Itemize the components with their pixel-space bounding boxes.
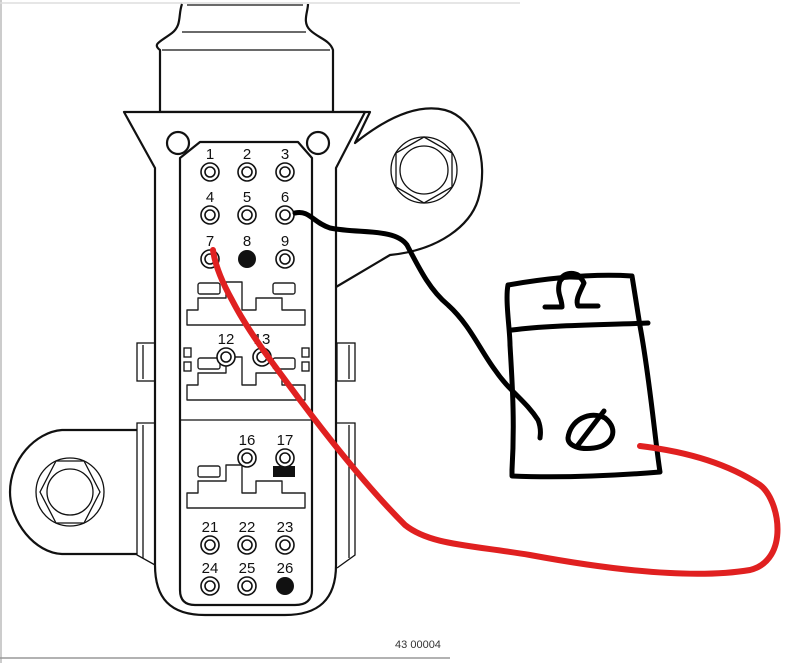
socket-outer-ring bbox=[275, 535, 295, 555]
key-band-2 bbox=[186, 356, 306, 401]
pin-21: 21 bbox=[200, 519, 220, 555]
socket-outer-ring bbox=[237, 205, 257, 225]
pin-22: 22 bbox=[237, 519, 257, 555]
pin-label: 22 bbox=[239, 519, 256, 536]
pin-label: 17 bbox=[277, 432, 294, 449]
right-mounting-tab bbox=[335, 107, 484, 288]
socket-inner-ring bbox=[279, 166, 291, 178]
filled-key-slot bbox=[273, 466, 295, 477]
black-wire bbox=[292, 210, 543, 441]
pin-label: 23 bbox=[277, 519, 294, 536]
socket-inner-ring bbox=[279, 539, 291, 551]
pin-9: 9 bbox=[275, 233, 295, 269]
pin-12: 12 bbox=[216, 331, 236, 367]
socket-outer-ring bbox=[275, 205, 295, 225]
filled-pin-icon bbox=[238, 250, 256, 268]
socket-outer-ring bbox=[200, 162, 220, 182]
pin-label: 24 bbox=[202, 560, 219, 577]
socket-outer-ring bbox=[237, 448, 257, 468]
pin-label: 21 bbox=[202, 519, 219, 536]
socket-outer-ring bbox=[275, 162, 295, 182]
sketched-component bbox=[504, 270, 663, 480]
socket-inner-ring bbox=[241, 166, 253, 178]
socket-inner-ring bbox=[241, 580, 253, 592]
pin-label: 1 bbox=[206, 146, 214, 163]
pin-label: 7 bbox=[206, 233, 214, 250]
wires bbox=[210, 210, 781, 577]
socket-inner-ring bbox=[204, 580, 216, 592]
side-latches bbox=[136, 342, 356, 569]
socket-inner-ring bbox=[204, 539, 216, 551]
reference-code: 43 00004 bbox=[395, 639, 441, 651]
socket-inner-ring bbox=[279, 452, 291, 464]
pin-label: 26 bbox=[277, 560, 294, 577]
pin-3: 3 bbox=[275, 146, 295, 182]
pin-5: 5 bbox=[237, 189, 257, 225]
pin-label: 3 bbox=[281, 146, 289, 163]
socket-outer-ring bbox=[275, 249, 295, 269]
pin-23: 23 bbox=[275, 519, 295, 555]
pin-label: 4 bbox=[206, 189, 214, 206]
pin-label: 9 bbox=[281, 233, 289, 250]
pin-2: 2 bbox=[237, 146, 257, 182]
socket-inner-ring bbox=[241, 209, 253, 221]
pin-16: 16 bbox=[237, 432, 257, 468]
pin-label: 16 bbox=[239, 432, 256, 449]
socket-outer-ring bbox=[237, 576, 257, 596]
socket-outer-ring bbox=[216, 347, 236, 367]
key-band-3 bbox=[186, 464, 306, 509]
red-wire bbox=[210, 247, 781, 577]
pin-4: 4 bbox=[200, 189, 220, 225]
pin-label: 12 bbox=[218, 331, 235, 348]
pin-label: 2 bbox=[243, 146, 251, 163]
hex-bolt-left bbox=[35, 457, 105, 527]
socket-outer-ring bbox=[200, 535, 220, 555]
socket-outer-ring bbox=[237, 535, 257, 555]
socket-inner-ring bbox=[220, 351, 232, 363]
socket-inner-ring bbox=[241, 452, 253, 464]
socket-outer-ring bbox=[200, 205, 220, 225]
pin-label: 25 bbox=[239, 560, 256, 577]
pin-1: 1 bbox=[200, 146, 220, 182]
socket-inner-ring bbox=[241, 539, 253, 551]
socket-inner-ring bbox=[279, 209, 291, 221]
pin-label: 8 bbox=[243, 233, 251, 250]
pin-6: 6 bbox=[275, 189, 295, 225]
socket-outer-ring bbox=[237, 162, 257, 182]
pin-25: 25 bbox=[237, 560, 257, 596]
key-band-1 bbox=[186, 281, 306, 326]
filled-pin-icon bbox=[276, 577, 294, 595]
terminal-knob bbox=[558, 270, 584, 280]
pin-label: 6 bbox=[281, 189, 289, 206]
socket-outer-ring bbox=[200, 576, 220, 596]
screw-terminal-icon bbox=[565, 412, 616, 451]
socket-inner-ring bbox=[204, 209, 216, 221]
left-mounting-tab bbox=[8, 422, 156, 567]
component-cap-line bbox=[509, 320, 651, 333]
socket-outer-ring bbox=[275, 448, 295, 468]
mount-hole-right bbox=[305, 130, 331, 156]
socket-inner-ring bbox=[204, 166, 216, 178]
pin-24: 24 bbox=[200, 560, 220, 596]
pin-8: 8 bbox=[238, 233, 256, 268]
mount-hole-left bbox=[165, 130, 191, 156]
hex-bolt-right bbox=[390, 136, 458, 204]
pin-26: 26 bbox=[276, 560, 294, 595]
component-body bbox=[504, 272, 663, 480]
screw-slot bbox=[575, 408, 607, 448]
pin-label: 5 bbox=[243, 189, 251, 206]
socket-inner-ring bbox=[279, 253, 291, 265]
cable-boot bbox=[155, 3, 335, 114]
pin-17: 17 bbox=[275, 432, 295, 468]
keying-blocks bbox=[180, 281, 312, 509]
